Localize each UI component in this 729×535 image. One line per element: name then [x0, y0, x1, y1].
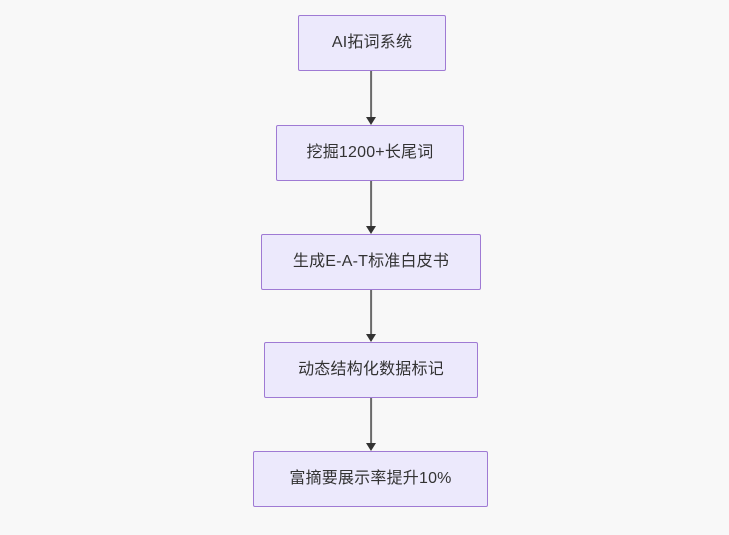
- flow-node-label: AI拓词系统: [331, 34, 413, 52]
- flow-node-label: 富摘要展示率提升10%: [289, 470, 452, 488]
- flow-edge: [366, 398, 376, 451]
- flow-node[interactable]: 挖掘1200+长尾词: [276, 125, 464, 181]
- flow-node-label: 挖掘1200+长尾词: [306, 144, 434, 162]
- flow-edge-arrowhead-icon: [366, 443, 376, 451]
- flow-edge-line: [370, 398, 372, 444]
- flow-edge-arrowhead-icon: [366, 334, 376, 342]
- flow-edge: [366, 71, 376, 125]
- flow-node-label: 生成E-A-T标准白皮书: [292, 253, 450, 271]
- flow-node[interactable]: AI拓词系统: [298, 15, 446, 71]
- flow-edge-arrowhead-icon: [366, 226, 376, 234]
- flow-edge: [366, 181, 376, 234]
- flow-edge-line: [370, 71, 372, 118]
- flow-edge: [366, 290, 376, 342]
- flow-edge-line: [370, 181, 372, 227]
- flow-edge-line: [370, 290, 372, 335]
- flow-edge-arrowhead-icon: [366, 117, 376, 125]
- flow-node[interactable]: 生成E-A-T标准白皮书: [261, 234, 481, 290]
- flow-node[interactable]: 动态结构化数据标记: [264, 342, 478, 398]
- flow-node-label: 动态结构化数据标记: [298, 361, 444, 379]
- flow-node[interactable]: 富摘要展示率提升10%: [253, 451, 488, 507]
